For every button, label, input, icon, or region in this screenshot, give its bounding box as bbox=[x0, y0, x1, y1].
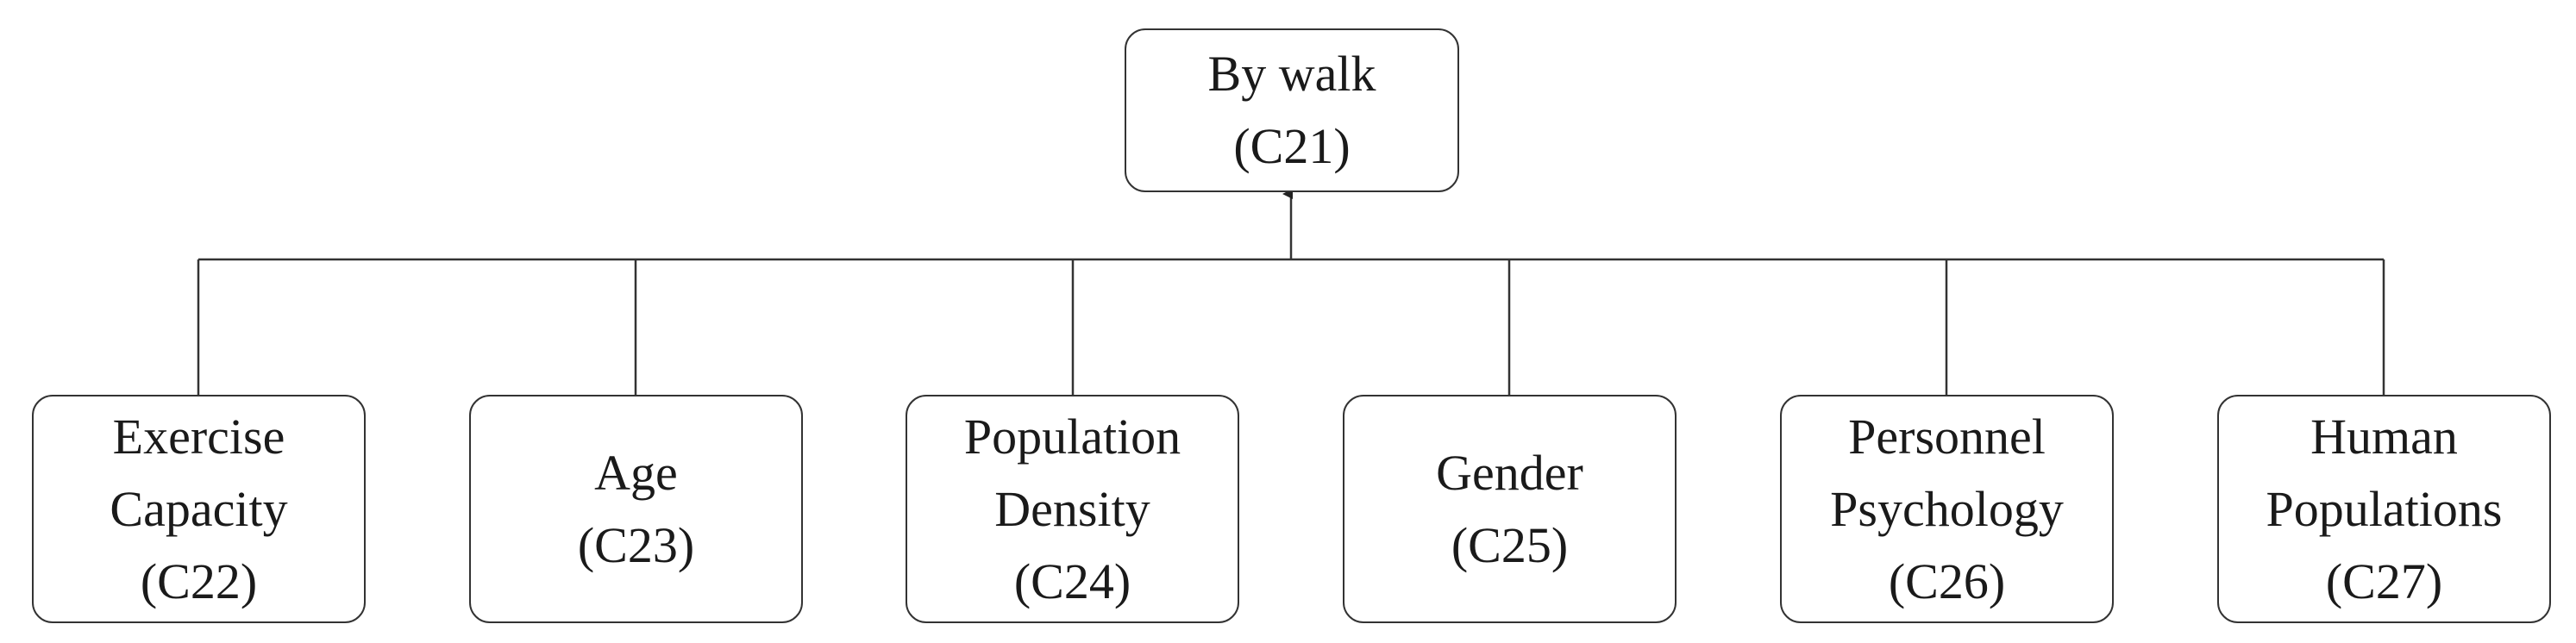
child-node-human-populations: Human Populations (C27) bbox=[2217, 395, 2551, 623]
node-label-line: Density bbox=[994, 480, 1150, 537]
node-code: (C23) bbox=[577, 516, 695, 573]
node-label-line: Capacity bbox=[110, 480, 288, 537]
child-node-population-density: Population Density (C24) bbox=[906, 395, 1239, 623]
node-code: (C24) bbox=[1013, 552, 1131, 609]
child-node-gender: Gender (C25) bbox=[1343, 395, 1677, 623]
node-label-line: Gender bbox=[1436, 444, 1583, 501]
node-label-line: Psychology bbox=[1830, 480, 2064, 537]
node-label-line: Human bbox=[2310, 408, 2458, 465]
node-code: (C22) bbox=[140, 552, 258, 609]
node-label-line: Populations bbox=[2266, 480, 2503, 537]
child-node-age: Age (C23) bbox=[469, 395, 803, 623]
node-label-line: Age bbox=[594, 444, 678, 501]
node-code: (C25) bbox=[1451, 516, 1569, 573]
child-node-exercise-capacity: Exercise Capacity (C22) bbox=[32, 395, 366, 623]
node-label-line: Population bbox=[963, 408, 1181, 465]
child-node-personnel-psychology: Personnel Psychology (C26) bbox=[1780, 395, 2114, 623]
root-label: By walk bbox=[1207, 46, 1376, 102]
node-label-line: Personnel bbox=[1848, 408, 2046, 465]
node-code: (C27) bbox=[2325, 552, 2443, 609]
node-label-line: Exercise bbox=[112, 408, 285, 465]
root-node-by-walk: By walk (C21) bbox=[1125, 28, 1459, 192]
node-code: (C26) bbox=[1888, 552, 2006, 609]
root-code: (C21) bbox=[1233, 118, 1351, 174]
